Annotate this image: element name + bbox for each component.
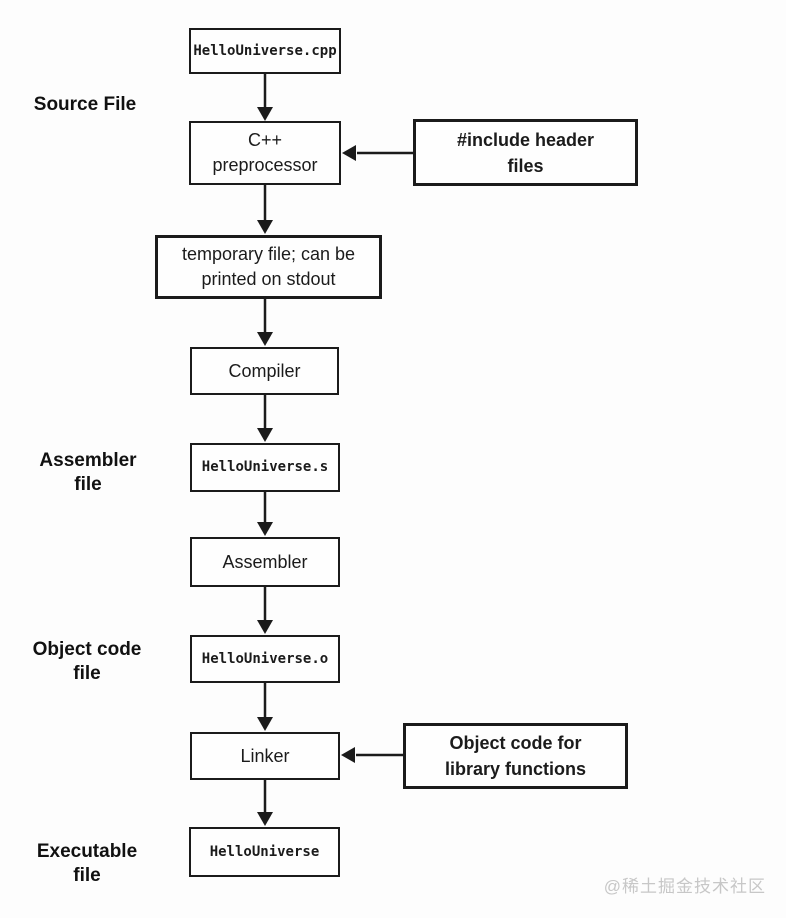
node-temp-file: temporary file; can be printed on stdout xyxy=(155,235,382,299)
arrow-tempfile-to-compiler xyxy=(257,298,273,346)
arrow-preprocessor-to-tempfile xyxy=(257,185,273,234)
node-include-headers: #include header files xyxy=(413,119,638,186)
arrow-compiler-to-asmfile xyxy=(257,395,273,442)
label-assembler-file-line1: Assembler xyxy=(39,450,137,471)
node-object-file: HelloUniverse.o xyxy=(190,635,340,683)
node-source-file-label: HelloUniverse.cpp xyxy=(193,42,337,59)
node-assembler-file-label: HelloUniverse.s xyxy=(201,459,329,475)
label-assembler-file: Assembler file xyxy=(8,449,168,497)
node-assembler-label: Assembler xyxy=(222,551,308,572)
label-object-code-file: Object code file xyxy=(7,638,167,686)
node-object-file-label: HelloUniverse.o xyxy=(201,650,329,667)
arrow-objfile-to-linker xyxy=(257,683,273,731)
node-linker-label: Linker xyxy=(240,745,290,766)
arrow-libobjects-to-linker xyxy=(341,747,403,763)
node-assembler-file: HelloUniverse.s xyxy=(190,443,340,492)
label-executable-file: Executable file xyxy=(7,840,167,888)
node-temp-file-line2: printed on stdout xyxy=(201,269,336,289)
node-linker: Linker xyxy=(190,732,340,780)
node-preprocessor-line1: C++ xyxy=(247,130,283,150)
arrow-headers-to-preprocessor xyxy=(342,145,413,161)
arrow-cpp-to-preprocessor xyxy=(257,74,273,121)
node-compiler: Compiler xyxy=(190,347,339,395)
node-temp-file-line1: temporary file; can be xyxy=(181,244,356,264)
label-object-code-file-line1: Object code xyxy=(32,639,142,660)
node-compiler-label: Compiler xyxy=(228,360,301,381)
label-source-file: Source File xyxy=(5,93,165,117)
node-include-headers-line2: files xyxy=(507,155,544,176)
label-executable-file-line1: Executable xyxy=(36,841,138,862)
node-executable-label: HelloUniverse xyxy=(209,843,320,860)
arrow-linker-to-executable xyxy=(257,780,273,826)
node-source-file: HelloUniverse.cpp xyxy=(189,28,341,74)
node-executable: HelloUniverse xyxy=(189,827,340,877)
node-library-objects: Object code for library functions xyxy=(403,723,628,789)
label-executable-file-line2: file xyxy=(73,865,101,886)
node-library-objects-line1: Object code for xyxy=(449,733,582,753)
label-object-code-file-line2: file xyxy=(73,663,101,684)
arrow-asmfile-to-assembler xyxy=(257,492,273,536)
node-assembler: Assembler xyxy=(190,537,340,587)
watermark-text: @稀土掘金技术社区 xyxy=(603,877,766,896)
node-include-headers-line1: #include header xyxy=(456,129,595,150)
label-assembler-file-line2: file xyxy=(74,474,102,495)
node-preprocessor: C++ preprocessor xyxy=(189,121,341,185)
node-library-objects-line2: library functions xyxy=(444,759,587,779)
arrow-assembler-to-objfile xyxy=(257,587,273,634)
node-preprocessor-line2: preprocessor xyxy=(212,155,318,175)
label-source-file-line1: Source File xyxy=(33,94,137,115)
